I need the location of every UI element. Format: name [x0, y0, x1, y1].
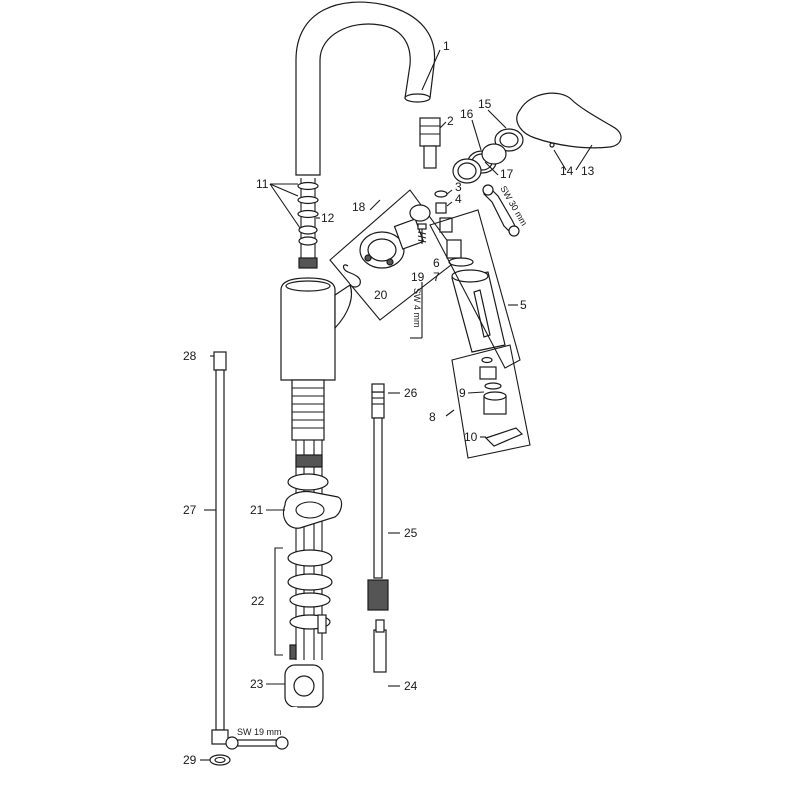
- label-12: 12: [321, 211, 335, 225]
- label-5: 5: [520, 298, 527, 312]
- label-10: 10: [464, 430, 478, 444]
- label-8: 8: [429, 410, 436, 424]
- label-27: 27: [183, 503, 197, 517]
- wrench-30-icon: [482, 184, 520, 237]
- hex-4-label: SW 4 mm: [412, 288, 422, 328]
- label-20: 20: [374, 288, 388, 302]
- bracket-22: [274, 547, 283, 656]
- label-28: 28: [183, 349, 197, 363]
- label-16: 16: [460, 107, 474, 121]
- leader-lines: [200, 49, 593, 761]
- small-parts-3-4: [434, 190, 448, 214]
- label-7: 7: [433, 270, 440, 284]
- wrench-19-icon: [225, 736, 289, 750]
- hex-key-4-icon: [410, 282, 423, 339]
- clip-part-10: [484, 427, 524, 447]
- label-4: 4: [455, 192, 462, 206]
- small-parts-6-7: [439, 217, 474, 267]
- aerator-parts-9: [479, 356, 507, 415]
- aerator-group-frame: [451, 344, 531, 459]
- label-21: 21: [250, 503, 264, 517]
- label-18: 18: [352, 200, 366, 214]
- sleeve-group-frame: [429, 209, 521, 369]
- faucet-body: [280, 277, 353, 381]
- label-25: 25: [404, 526, 418, 540]
- connector-part-2: [419, 117, 441, 169]
- label-22: 22: [251, 594, 265, 608]
- mounting-plate-21: [282, 473, 343, 529]
- label-17: 17: [500, 167, 514, 181]
- threaded-shank: [291, 379, 325, 441]
- washer-part-29: [209, 754, 231, 766]
- shower-hose-24: [290, 619, 387, 792]
- label-29: 29: [183, 753, 197, 767]
- label-3: 3: [455, 180, 462, 194]
- washer-set-22: [287, 549, 333, 634]
- clip-part-20: [342, 264, 361, 288]
- label-23: 23: [250, 677, 264, 691]
- ring-parts: [452, 128, 524, 184]
- label-15: 15: [478, 97, 492, 111]
- label-1: 1: [443, 39, 450, 53]
- label-14: 14: [560, 164, 574, 178]
- label-13: 13: [581, 164, 595, 178]
- supply-hose-27: [211, 351, 229, 745]
- label-19: 19: [411, 270, 425, 284]
- label-2: 2: [447, 114, 454, 128]
- label-24: 24: [404, 679, 418, 693]
- label-6: 6: [433, 256, 440, 270]
- screw-part-19: [417, 223, 427, 244]
- label-9: 9: [459, 386, 466, 400]
- handle-part-13: [516, 92, 622, 149]
- hose-weight-23: [284, 644, 324, 708]
- wrench-19-label: SW 19 mm: [237, 727, 282, 737]
- part-labels: 1 2 3 4 5 6 7 8 9 10 11 12 13 14 15 16 1…: [183, 39, 595, 767]
- spout-part: [295, 1, 436, 176]
- hose-25-26: [367, 383, 389, 611]
- cartridge-part-18: [359, 204, 431, 269]
- label-11: 11: [256, 177, 269, 191]
- label-26: 26: [404, 386, 418, 400]
- upper-hose: [297, 178, 319, 269]
